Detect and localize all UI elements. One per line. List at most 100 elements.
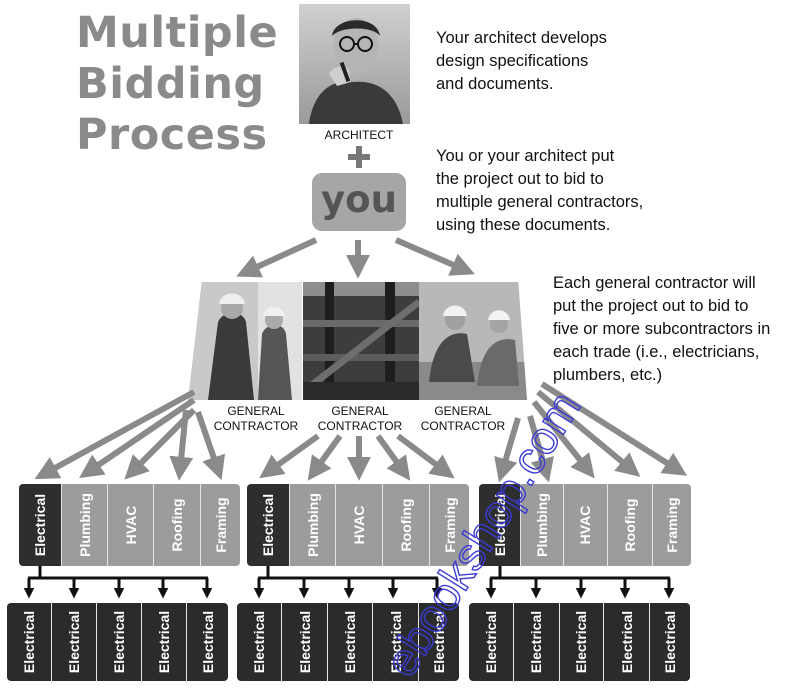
arrow xyxy=(34,389,196,480)
contractor-caption-3: GENERAL CONTRACTOR xyxy=(420,404,506,433)
trade-label: Roofing xyxy=(169,498,185,552)
trade-electrical: Electrical xyxy=(19,484,62,566)
trade-plumbing: Plumbing xyxy=(290,484,336,566)
trade-hvac: HVAC xyxy=(564,484,608,566)
trade-label: Electrical xyxy=(260,493,276,557)
trade-group-2: Electrical Plumbing HVAC Roofing Framing xyxy=(247,484,469,566)
trade-roofing: Roofing xyxy=(154,484,201,566)
you-description: You or your architect put the project ou… xyxy=(436,147,644,234)
subcontractor-electrical: Electrical xyxy=(282,603,328,681)
subcontractor-electrical: Electrical xyxy=(514,603,560,681)
contractor-photo-2 xyxy=(303,282,419,400)
trade-framing: Framing xyxy=(652,484,691,566)
contractor-photo-1 xyxy=(188,282,302,400)
trade-electrical: Electrical xyxy=(247,484,290,566)
contractor-description: Each general contractor will put the pro… xyxy=(553,274,771,384)
arrow xyxy=(536,389,641,477)
trade-plumbing: Plumbing xyxy=(521,484,565,566)
subcontractor-arrows-2 xyxy=(253,566,443,599)
trade-label: Plumbing xyxy=(534,493,551,557)
subcontractor-electrical: Electrical xyxy=(650,603,690,681)
subcontractor-group-1: Electrical Electrical Electrical Electri… xyxy=(7,603,228,681)
trade-hvac: HVAC xyxy=(336,484,383,566)
trade-label: HVAC xyxy=(351,505,367,545)
trade-framing: Framing xyxy=(430,484,469,566)
subcontractor-group-3: Electrical Electrical Electrical Electri… xyxy=(469,603,690,681)
subcontractor-arrows-1 xyxy=(23,566,213,599)
contractor-3-arrows xyxy=(494,381,688,483)
subcontractor-electrical: Electrical xyxy=(237,603,282,681)
title-line-1: Multiple xyxy=(76,8,279,58)
subcontractor-label: Electrical xyxy=(482,610,499,674)
contractor-caption-2: GENERAL CONTRACTOR xyxy=(317,404,403,433)
arrow xyxy=(79,397,196,479)
trade-label: HVAC xyxy=(577,505,594,545)
arrow xyxy=(169,409,194,481)
title-line-2: Bidding xyxy=(76,59,265,109)
subcontractor-label: Electrical xyxy=(66,610,82,674)
arrow xyxy=(259,433,320,479)
trade-label: Framing xyxy=(212,497,229,553)
trade-group-1: Electrical Plumbing HVAC Roofing Framing xyxy=(19,484,240,566)
arrow xyxy=(527,415,554,483)
subcontractor-arrows xyxy=(23,566,675,599)
trade-label: Plumbing xyxy=(304,493,321,557)
subcontractor-electrical: Electrical xyxy=(142,603,187,681)
subcontractor-electrical: Electrical xyxy=(187,603,228,681)
subcontractor-arrows-3 xyxy=(485,566,675,599)
you-box: you xyxy=(312,173,406,231)
arrow xyxy=(494,417,521,483)
contractor-caption-1: GENERAL CONTRACTOR xyxy=(213,404,299,433)
subcontractor-label: Electrical xyxy=(296,610,313,674)
subcontractor-label: Electrical xyxy=(199,610,216,674)
subcontractor-label: Electrical xyxy=(156,610,172,674)
subcontractor-label: Electrical xyxy=(573,610,590,674)
trade-label: Framing xyxy=(441,497,458,553)
subcontractor-electrical: Electrical xyxy=(419,603,459,681)
subcontractor-electrical: Electrical xyxy=(604,603,651,681)
subcontractor-electrical: Electrical xyxy=(97,603,142,681)
subcontractor-label: Electrical xyxy=(387,610,404,674)
subcontractor-label: Electrical xyxy=(111,610,127,674)
arrow xyxy=(307,434,343,481)
arrow xyxy=(375,434,411,481)
subcontractor-electrical: Electrical xyxy=(7,603,52,681)
arrow xyxy=(531,400,595,479)
contractor-2-arrows xyxy=(259,433,455,481)
subcontractor-electrical: Electrical xyxy=(469,603,514,681)
plus-icon xyxy=(348,146,370,168)
subcontractor-label: Electrical xyxy=(21,610,37,674)
subcontractor-label: Electrical xyxy=(342,610,358,674)
trade-plumbing: Plumbing xyxy=(62,484,108,566)
architect-photo xyxy=(299,4,410,124)
architect-caption: ARCHITECT xyxy=(324,128,394,142)
subcontractor-electrical: Electrical xyxy=(560,603,605,681)
subcontractor-electrical: Electrical xyxy=(52,603,97,681)
subcontractor-label: Electrical xyxy=(431,610,447,674)
trade-label: Framing xyxy=(663,497,680,553)
trade-label: Electrical xyxy=(32,493,48,557)
trade-electrical: Electrical xyxy=(479,484,522,566)
subcontractor-electrical: Electrical xyxy=(328,603,373,681)
architect-description: Your architect develops design specifica… xyxy=(436,29,607,93)
arrow xyxy=(394,237,475,276)
trade-roofing: Roofing xyxy=(383,484,430,566)
subcontractor-label: Electrical xyxy=(528,610,545,674)
subcontractor-label: Electrical xyxy=(618,610,635,674)
arrow xyxy=(540,381,688,476)
page-title: Multiple Bidding Process xyxy=(76,8,278,161)
subcontractor-electrical: Electrical xyxy=(373,603,419,681)
trade-label: Roofing xyxy=(398,498,414,552)
trade-roofing: Roofing xyxy=(607,484,653,566)
arrow xyxy=(236,237,318,278)
arrow xyxy=(396,433,455,479)
subcontractor-label: Electrical xyxy=(251,610,267,674)
you-arrows xyxy=(236,237,475,279)
trade-framing: Framing xyxy=(201,484,240,566)
trade-label: Electrical xyxy=(491,493,508,557)
contractor-photo-3 xyxy=(419,282,527,400)
trade-hvac: HVAC xyxy=(108,484,154,566)
trade-label: Plumbing xyxy=(76,493,93,557)
trade-group-3: Electrical Plumbing HVAC Roofing Framing xyxy=(479,484,691,566)
